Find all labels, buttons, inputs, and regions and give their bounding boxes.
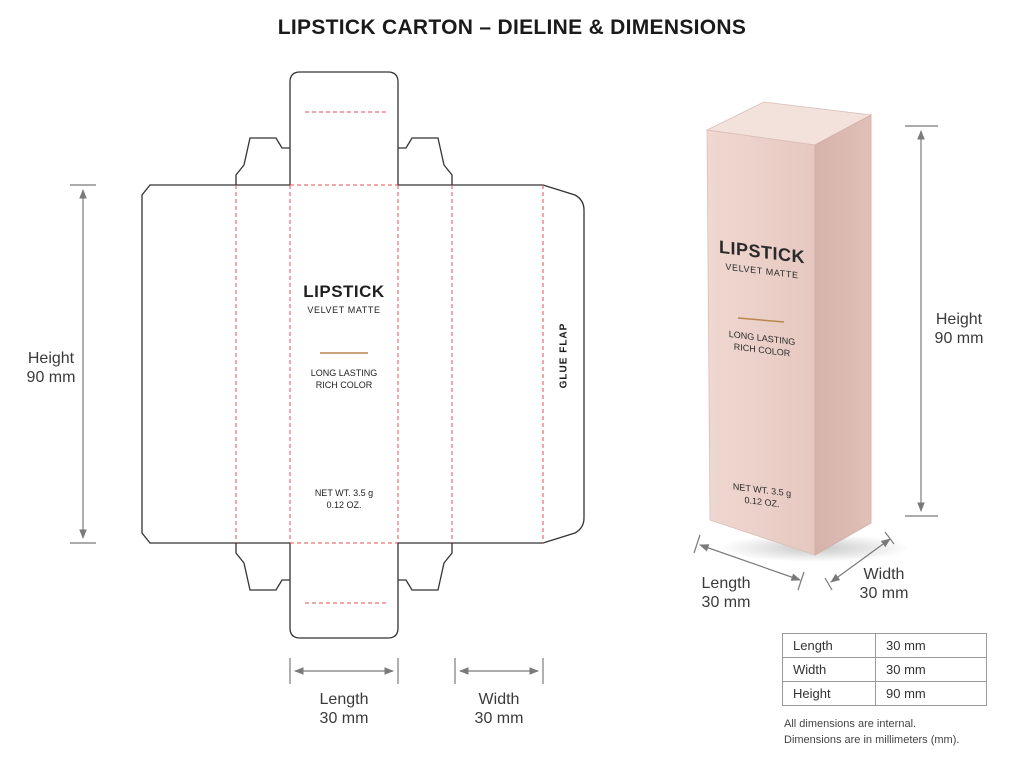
box-width-dimension [824, 531, 895, 591]
table-cell-value: 30 mm [875, 633, 987, 658]
bottom-left-dust-flap [235, 543, 290, 591]
dieline-height-dimension [70, 184, 96, 544]
table-row: Length 30 mm [782, 633, 987, 658]
table-cell-label: Width [782, 657, 876, 682]
dieline-tagline: LONG LASTING RICH COLOR [290, 367, 398, 391]
dieline-length-text: Length [319, 691, 369, 708]
box-height-text: Height [935, 311, 983, 328]
dieline-net-wt-1: NET WT. 3.5 g [314, 488, 374, 498]
table-cell-value: 30 mm [875, 657, 987, 682]
dieline-width-value: 30 mm [474, 710, 524, 727]
box-length-value: 30 mm [701, 594, 751, 611]
note-line-1: All dimensions are internal. [784, 718, 917, 730]
dieline-width-text: Width [478, 691, 520, 708]
box-width-text: Width [863, 566, 905, 583]
dieline-variant: VELVET MATTE [307, 305, 381, 315]
dieline-height-value: 90 mm [26, 369, 76, 386]
top-tuck-flap [289, 71, 399, 185]
top-right-dust-flap [398, 137, 453, 185]
dieline-front-panel: LIPSTICK VELVET MATTE [290, 282, 398, 315]
dieline-net-weight: NET WT. 3.5 g 0.12 OZ. [290, 487, 398, 511]
dieline-tagline-2: RICH COLOR [315, 380, 373, 390]
top-left-dust-flap [235, 137, 290, 185]
dieline-width-dimension [454, 658, 544, 684]
dieline-tagline-1: LONG LASTING [310, 368, 378, 378]
box-height-label: Height 90 mm [926, 310, 992, 348]
table-cell-label: Height [782, 681, 876, 706]
dieline-height-label: Height 90 mm [18, 349, 84, 387]
page-title: LIPSTICK CARTON – DIELINE & DIMENSIONS [277, 16, 747, 39]
box-side-face [814, 114, 872, 556]
dieline-length-label: Length 30 mm [294, 690, 394, 728]
table-cell-label: Length [782, 633, 876, 658]
bottom-right-dust-flap [398, 543, 453, 591]
table-cell-value: 90 mm [875, 681, 987, 706]
box-width-label: Width 30 mm [848, 565, 920, 603]
dieline [141, 71, 585, 639]
dimensions-table: Length 30 mm Width 30 mm Height 90 mm [782, 633, 987, 706]
dieline-net-wt-2: 0.12 OZ. [326, 500, 362, 510]
note-line-2: Dimensions are in millimeters (mm). [784, 734, 960, 746]
glue-flap-label: GLUE FLAP [558, 322, 570, 389]
dieline-height-text: Height [27, 350, 75, 367]
dimension-notes: All dimensions are internal. Dimensions … [784, 716, 959, 748]
box-height-dimension [905, 125, 938, 517]
glue-flap-outline [542, 184, 585, 544]
table-row: Height 90 mm [782, 681, 987, 706]
dieline-body-outline [141, 184, 236, 544]
box-accent-rule [737, 317, 785, 323]
dieline-length-value: 30 mm [319, 710, 369, 727]
dieline-width-label: Width 30 mm [449, 690, 549, 728]
box-height-value: 90 mm [934, 330, 984, 347]
box-length-text: Length [701, 575, 751, 592]
dieline-brand: LIPSTICK [303, 282, 385, 301]
box-width-value: 30 mm [859, 585, 909, 602]
box-length-dimension [693, 534, 805, 591]
bottom-tuck-flap [289, 543, 399, 639]
dieline-length-dimension [289, 658, 399, 684]
table-row: Width 30 mm [782, 657, 987, 682]
fold-lines [235, 111, 544, 604]
box-length-label: Length 30 mm [690, 574, 762, 612]
